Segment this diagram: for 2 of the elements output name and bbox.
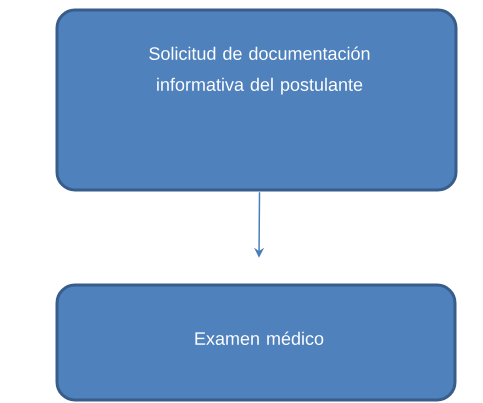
process-box: Examen médico (56, 284, 456, 402)
process-box: Solicitud de documentación informativa del postulante (56, 8, 458, 192)
